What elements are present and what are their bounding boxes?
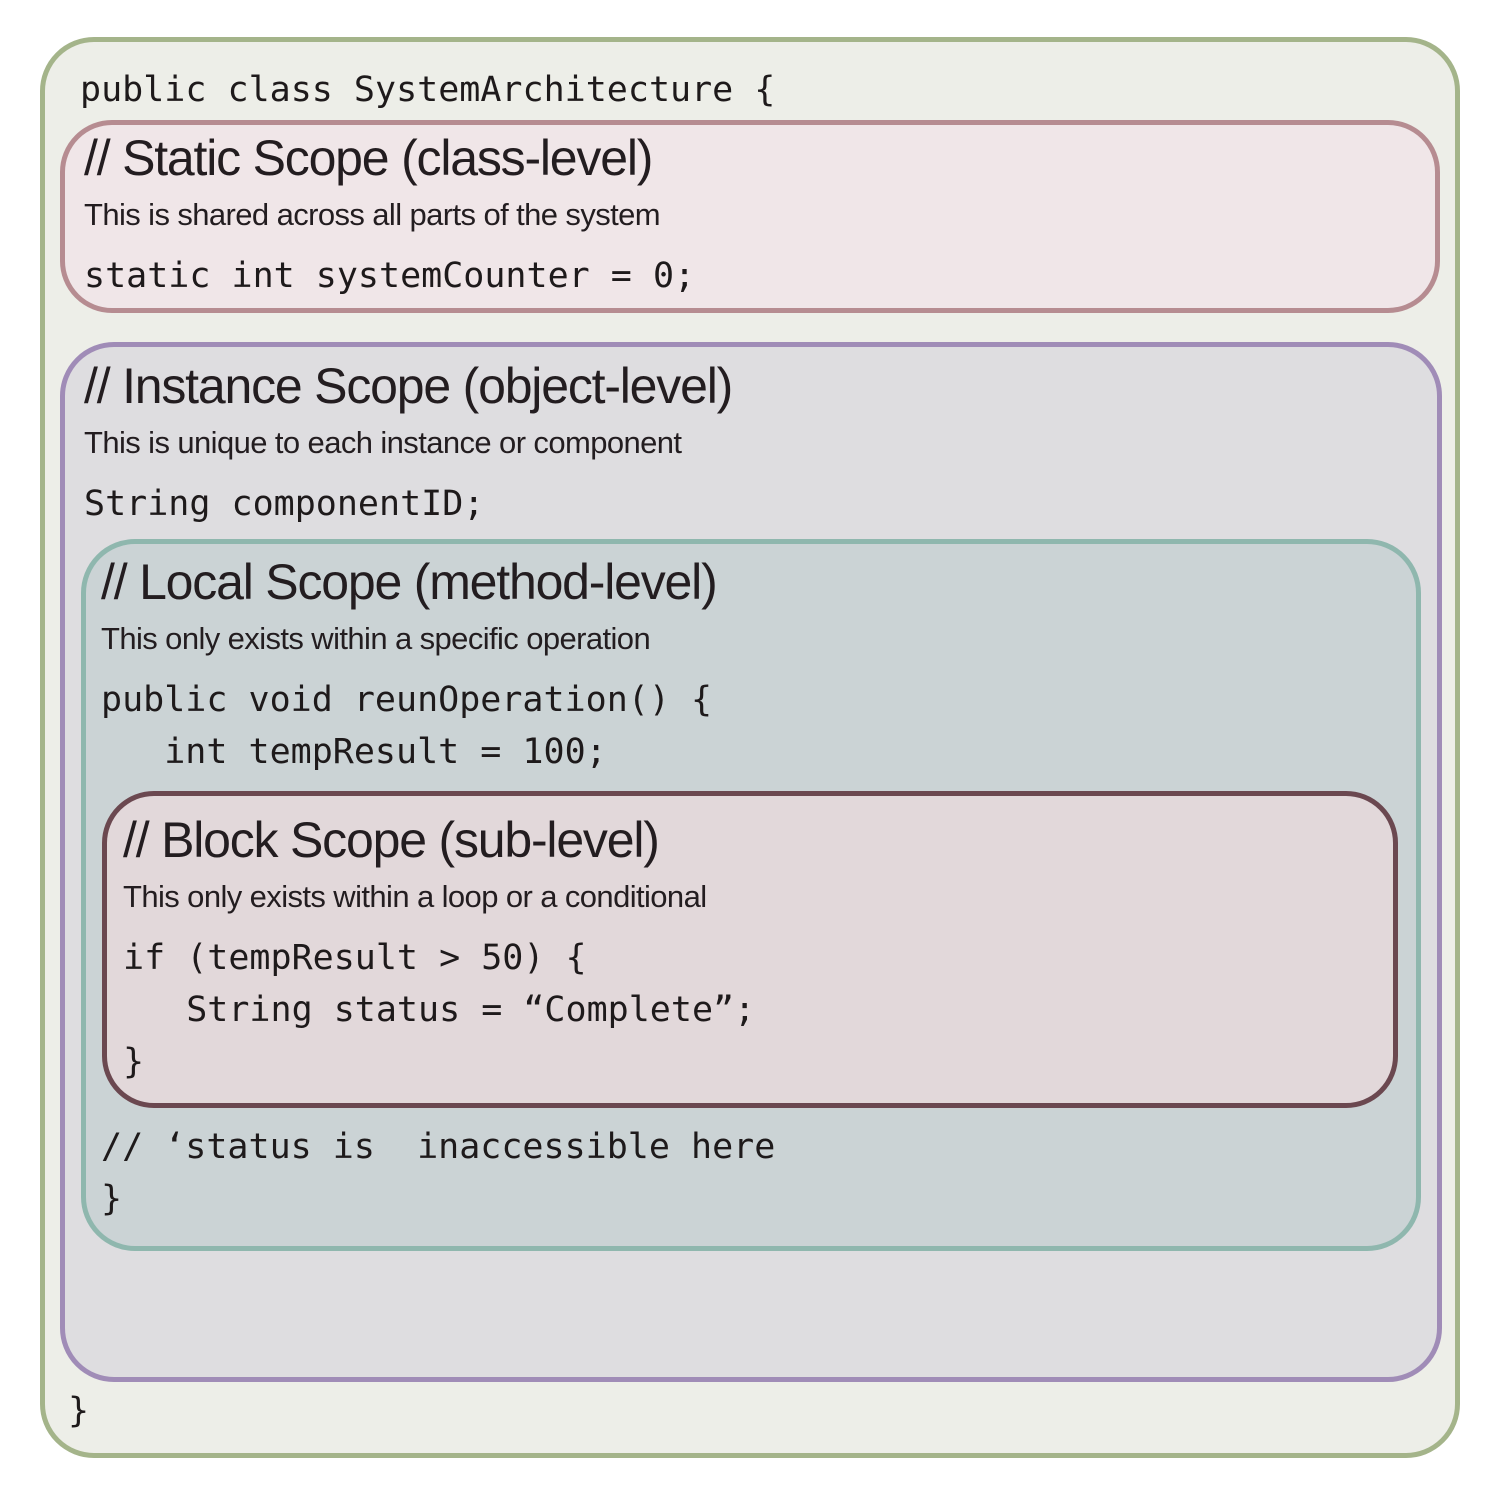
- block-scope-code-line: if (tempResult > 50) {: [123, 938, 587, 978]
- class-closing-brace: }: [68, 1391, 90, 1431]
- block-scope-box: [102, 791, 1398, 1108]
- instance-scope-description: This is unique to each instance or compo…: [84, 425, 682, 460]
- local-scope-description: This only exists within a specific opera…: [101, 621, 651, 656]
- class-declaration-line: public class SystemArchitecture {: [80, 70, 776, 110]
- static-scope-heading: // Static Scope (class-level): [84, 130, 653, 186]
- local-scope-comment-line: // ‘status is inaccessible here: [101, 1127, 776, 1167]
- block-scope-code-line: String status = “Complete”;: [123, 990, 756, 1030]
- local-scope-code-line: int tempResult = 100;: [101, 732, 607, 772]
- local-scope-heading: // Local Scope (method-level): [101, 554, 718, 610]
- block-scope-code-line: }: [123, 1042, 145, 1082]
- local-scope-code-line: public void reunOperation() {: [101, 680, 713, 720]
- instance-scope-code: String componentID;: [84, 484, 485, 524]
- static-scope-description: This is shared across all parts of the s…: [84, 197, 661, 232]
- static-scope-code: static int systemCounter = 0;: [84, 256, 696, 296]
- block-scope-description: This only exists within a loop or a cond…: [123, 879, 707, 914]
- instance-scope-heading: // Instance Scope (object-level): [84, 358, 733, 414]
- local-scope-closing-brace: }: [101, 1179, 123, 1219]
- block-scope-heading: // Block Scope (sub-level): [123, 812, 660, 868]
- static-scope-box: [60, 120, 1440, 313]
